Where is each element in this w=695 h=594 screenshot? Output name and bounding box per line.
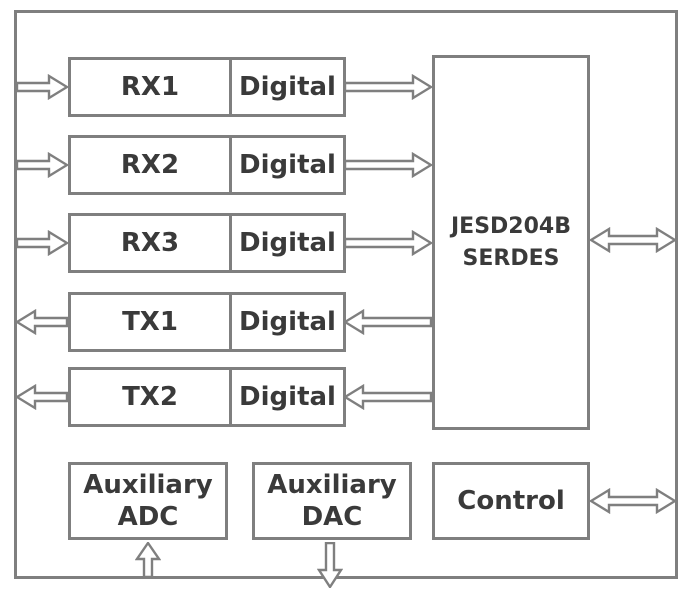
jesd204b-serdes-block: JESD204B SERDES	[432, 55, 590, 430]
row-tx2: TX2 Digital	[68, 367, 346, 427]
rx3-label: RX3	[120, 228, 180, 258]
rx1-label: RX1	[120, 72, 180, 102]
rx3-digital-label: Digital	[229, 216, 343, 270]
chip-boundary	[14, 10, 678, 579]
aux-adc-input-arrow-icon	[135, 542, 161, 578]
serdes-label-line1: JESD204B	[450, 213, 571, 239]
tx2-label: TX2	[122, 382, 178, 412]
rx2-label: RX2	[120, 150, 180, 180]
rx2-input-arrow-icon	[16, 152, 68, 178]
aux-adc-block: Auxiliary ADC	[68, 462, 228, 540]
aux-dac-label-line2: DAC	[301, 502, 363, 532]
serdes-to-tx2-arrow-icon	[344, 384, 432, 410]
aux-dac-block: Auxiliary DAC	[252, 462, 412, 540]
row-rx3: RX3 Digital	[68, 213, 346, 273]
row-rx2: RX2 Digital	[68, 135, 346, 195]
tx1-label: TX1	[122, 307, 178, 337]
row-rx1: RX1 Digital	[68, 57, 346, 117]
rx1-to-serdes-arrow-icon	[344, 74, 432, 100]
serdes-label-line2: SERDES	[462, 245, 560, 271]
tx2-output-arrow-icon	[16, 384, 68, 410]
aux-dac-output-arrow-icon	[317, 542, 343, 588]
control-io-arrow-icon	[590, 488, 676, 514]
rx2-to-serdes-arrow-icon	[344, 152, 432, 178]
control-block: Control	[432, 462, 590, 540]
tx2-digital-label: Digital	[229, 370, 343, 424]
aux-adc-label-line2: ADC	[117, 502, 179, 532]
serdes-io-arrow-icon	[590, 227, 676, 253]
rx3-input-arrow-icon	[16, 230, 68, 256]
rx2-digital-label: Digital	[229, 138, 343, 192]
row-tx1: TX1 Digital	[68, 292, 346, 352]
aux-dac-label-line1: Auxiliary	[267, 469, 397, 500]
rx3-to-serdes-arrow-icon	[344, 230, 432, 256]
tx1-digital-label: Digital	[229, 295, 343, 349]
rx1-input-arrow-icon	[16, 74, 68, 100]
control-label: Control	[457, 486, 565, 516]
rx1-digital-label: Digital	[229, 60, 343, 114]
aux-adc-label-line1: Auxiliary	[83, 469, 213, 500]
tx1-output-arrow-icon	[16, 309, 68, 335]
serdes-to-tx1-arrow-icon	[344, 309, 432, 335]
